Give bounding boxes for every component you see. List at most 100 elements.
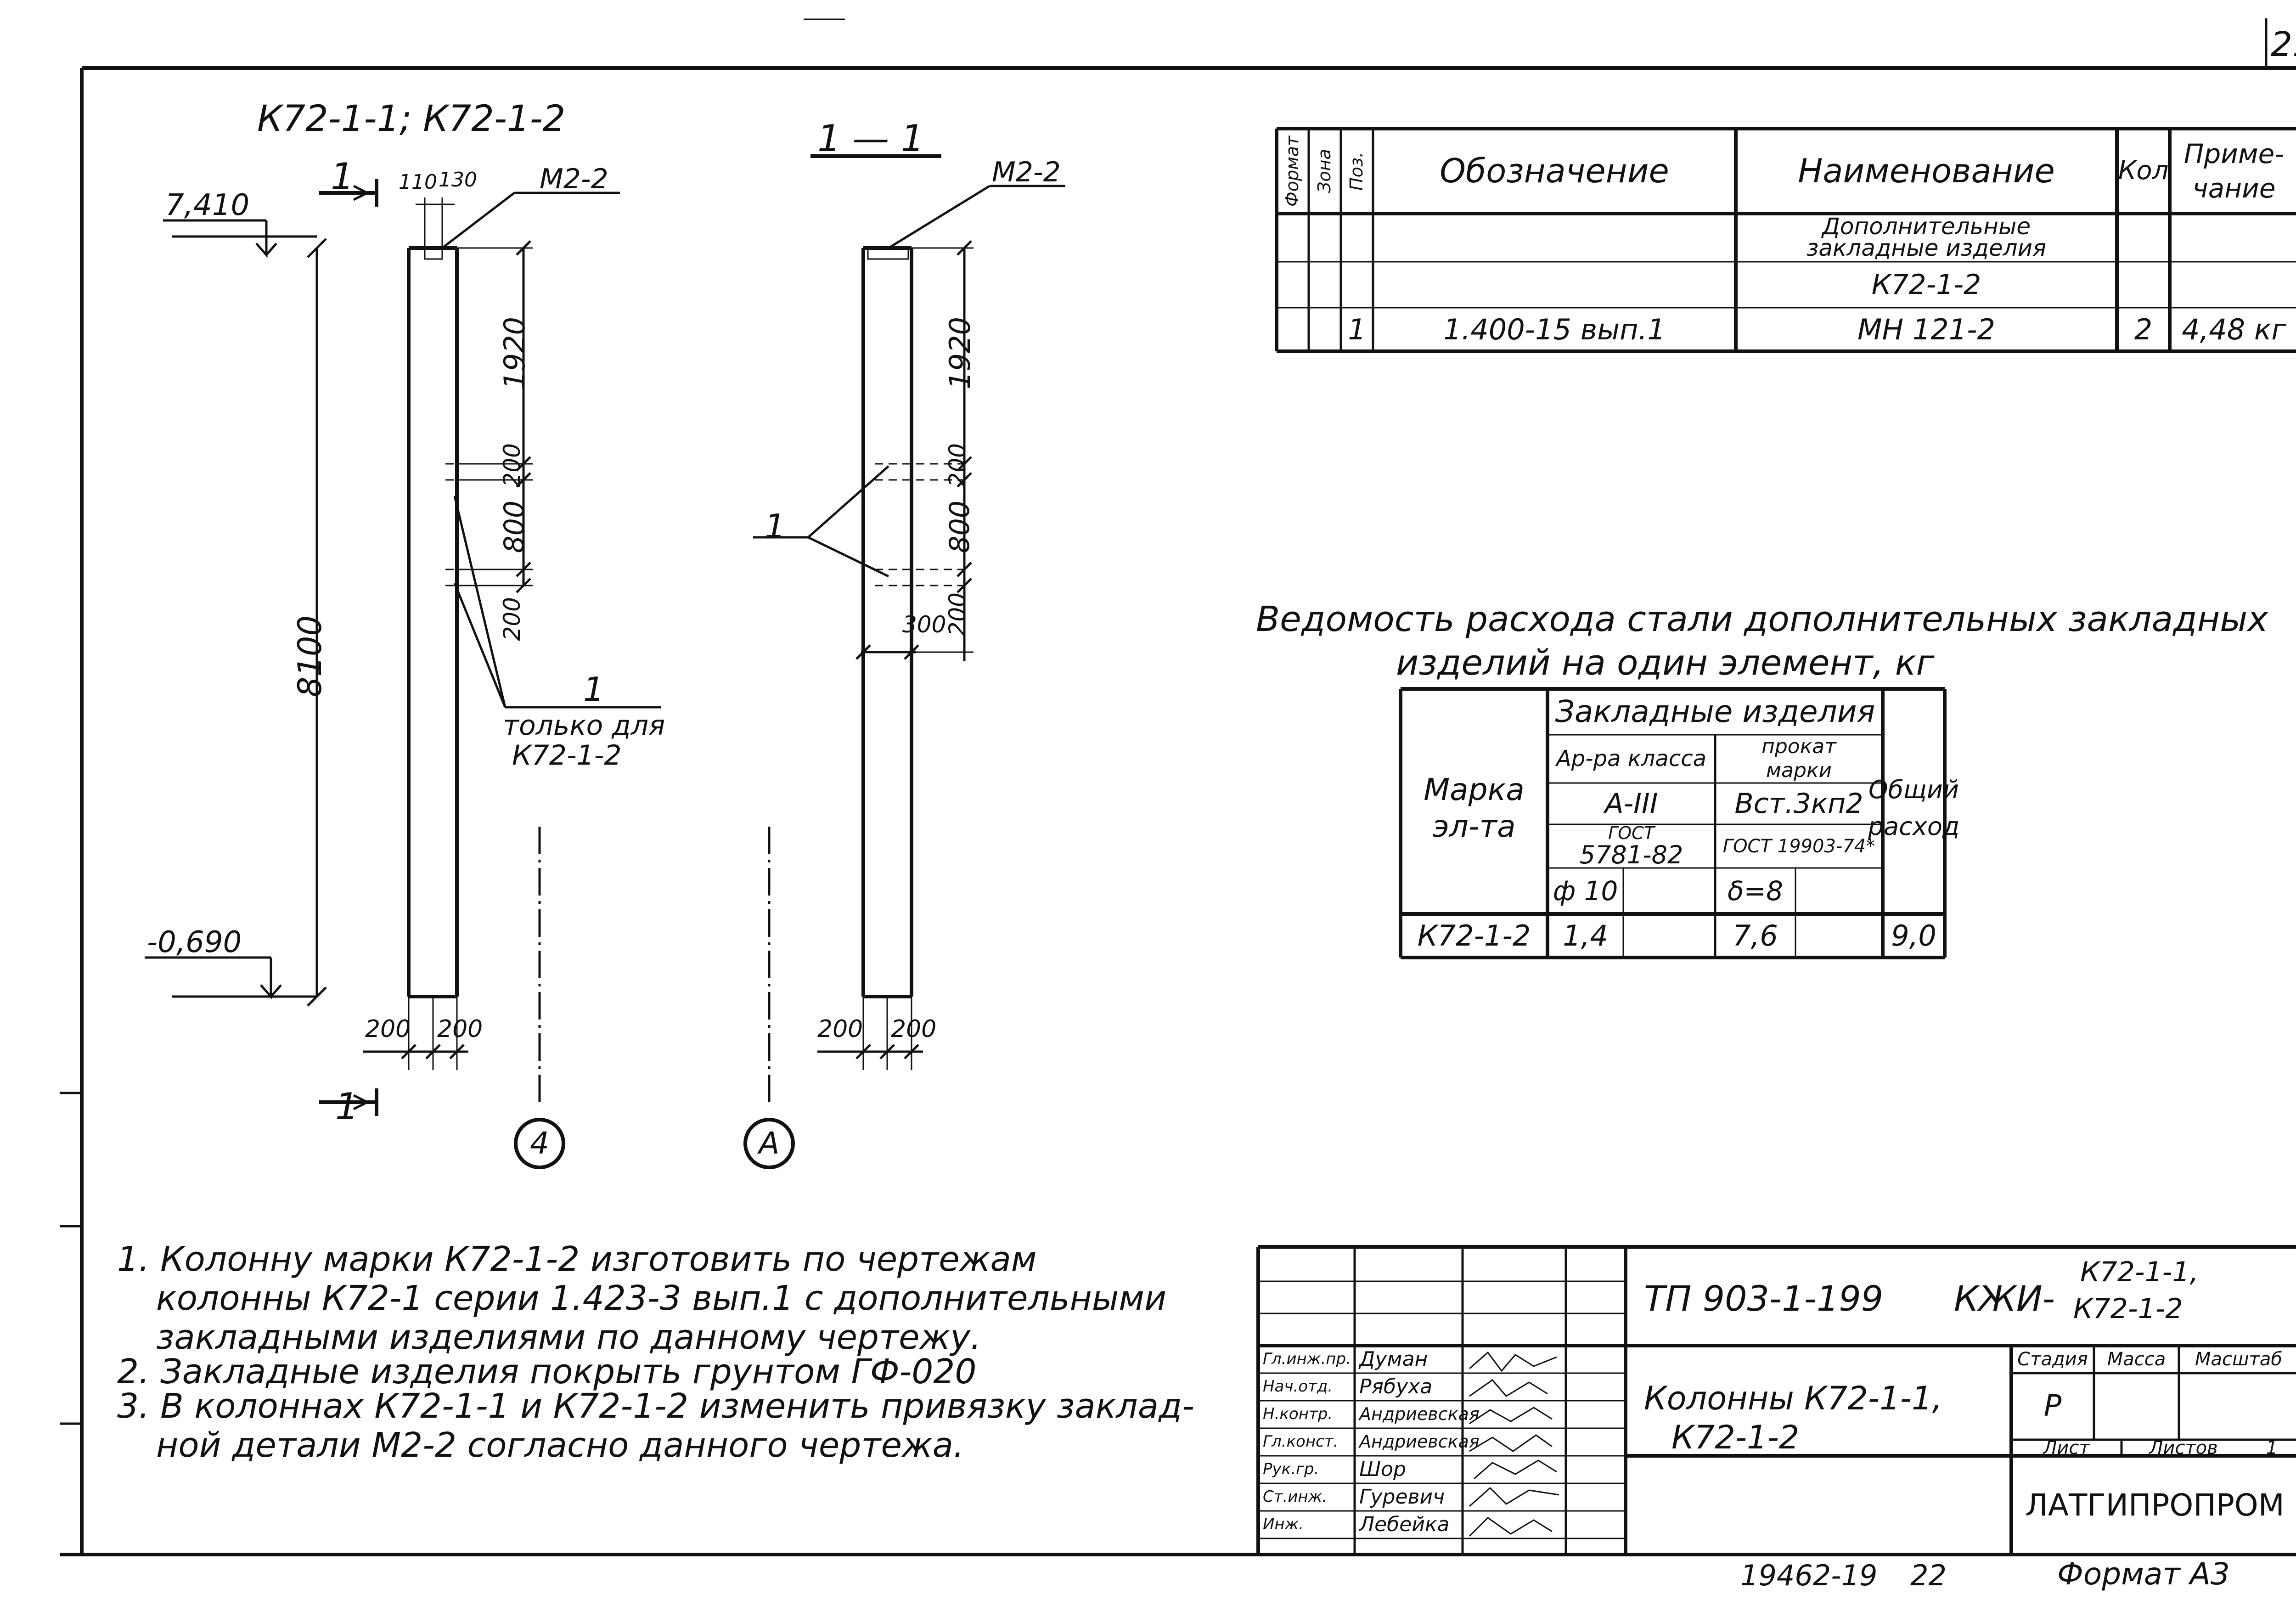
title-mass-label: Масса <box>2107 1349 2166 1370</box>
dim-plate-2: 200 <box>499 597 525 641</box>
title-sheets-value: 1 <box>2266 1437 2278 1459</box>
title-scale-label: Масштаб <box>2195 1349 2283 1370</box>
title-role: Ст.инж. <box>1263 1487 1328 1506</box>
steel-row-rebar: 1,4 <box>1563 918 1608 952</box>
spec-row-qty: 2 <box>2134 312 2153 346</box>
spec-group-line-1: Дополнительные <box>1822 213 2031 240</box>
steel-header-total-1: Общий <box>1868 775 1959 804</box>
dim-width-right: 200 <box>437 1015 483 1043</box>
title-stage-label: Стадия <box>2017 1349 2088 1370</box>
spec-row-designation: 1.400-15 вып.1 <box>1443 312 1666 346</box>
section-dim-width-right: 200 <box>891 1015 937 1043</box>
steel-header-total-2: расход <box>1868 811 1960 841</box>
footer-archive-number: 19462-19 <box>1740 1559 1878 1592</box>
steel-table-title-1: Ведомость расхода стали дополнительных з… <box>1256 598 2268 639</box>
title-role: Гл.конст. <box>1263 1432 1339 1451</box>
title-person: Рябуха <box>1359 1375 1433 1398</box>
title-role: Рук.гр. <box>1263 1460 1319 1479</box>
steel-header-rolled-2: марки <box>1766 758 1832 782</box>
title-sheet-title-1: Колонны К72-1-1, <box>1644 1380 1942 1417</box>
spec-header-qty: Кол <box>2118 156 2169 186</box>
title-person: Лебейка <box>1359 1512 1450 1536</box>
plan-title: К72-1-1; К72-1-2 <box>257 98 566 140</box>
spec-header-pos: Поз. <box>1346 152 1367 191</box>
axis-label-4: 4 <box>530 1126 549 1161</box>
axis-label-a: А <box>759 1126 780 1161</box>
steel-header-gost-label: ГОСТ <box>1608 823 1654 844</box>
plan-detail-label: М2-2 <box>540 163 608 195</box>
title-sheet-title-2: К72-1-2 <box>1671 1419 1800 1456</box>
title-sheets-label: Листов <box>2149 1437 2218 1459</box>
steel-row-mark: К72-1-2 <box>1417 918 1531 952</box>
spec-row-pos: 1 <box>1348 312 1366 346</box>
spec-table-grid <box>1275 127 2296 353</box>
note-line: 3. В колоннах К72-1-1 и К72-1-2 изменить… <box>117 1386 1194 1426</box>
level-top: 7,410 <box>165 188 250 222</box>
spec-header-note-1: Приме- <box>2183 138 2285 169</box>
title-person: Думан <box>1359 1347 1428 1371</box>
steel-header-diameter: ф 10 <box>1553 875 1618 907</box>
spec-header-name: Наименование <box>1798 151 2055 190</box>
steel-header-gost-rebar: 5781-82 <box>1579 840 1683 870</box>
plan-section-marker-bottom: 1 <box>335 1085 359 1128</box>
dim-plate-1: 200 <box>499 443 525 487</box>
steel-table-title-2: изделий на один элемент, кг <box>1396 642 1935 683</box>
spec-row-note: 4,48 кг <box>2182 312 2286 346</box>
note-line: 2. Закладные изделия покрыть грунтом ГФ-… <box>117 1352 977 1392</box>
section-column-drawing <box>743 154 1065 1169</box>
footer-copy-number: 22 <box>1910 1559 1947 1592</box>
title-doc-code: КЖИ- <box>1954 1278 2055 1319</box>
footer-format: Формат А3 <box>2057 1556 2230 1592</box>
steel-header-rebar-grade: А-III <box>1604 787 1658 820</box>
section-detail-label: М2-2 <box>992 156 1061 188</box>
dim-top-segment: 1920 <box>498 317 531 389</box>
page-number: 21 <box>2271 25 2296 64</box>
title-person: Андриевская <box>1359 1404 1480 1425</box>
steel-table-grid <box>1399 687 1947 959</box>
steel-header-thickness: δ=8 <box>1728 875 1783 907</box>
title-role: Гл.инж.пр. <box>1263 1350 1351 1369</box>
title-doc-marks-2: К72-1-2 <box>2073 1293 2183 1325</box>
plan-column-drawing <box>145 179 661 1169</box>
plan-callout-note-2: К72-1-2 <box>512 739 622 772</box>
section-dim-middle: 800 <box>944 501 976 553</box>
level-bottom: -0,690 <box>147 925 242 959</box>
title-organization: ЛАТГИПРОПРОМ <box>2025 1487 2285 1523</box>
dim-width-left: 200 <box>365 1015 411 1043</box>
steel-row-steel: 7,6 <box>1733 918 1778 952</box>
steel-header-gost-steel: ГОСТ 19903-74* <box>1722 835 1875 857</box>
title-role: Инж. <box>1263 1515 1304 1534</box>
steel-header-embedded: Закладные изделия <box>1555 694 1875 730</box>
title-doc-marks-1: К72-1-1, <box>2080 1256 2199 1288</box>
plan-callout-pos: 1 <box>583 670 604 709</box>
title-sheet-label: Лист <box>2043 1437 2090 1459</box>
section-dim-plate-2: 200 <box>944 592 971 637</box>
plan-section-marker-top: 1 <box>331 155 354 198</box>
steel-header-mark-1: Марка <box>1424 772 1525 808</box>
plan-callout-note-1: только для <box>503 710 665 742</box>
spec-row-name: МН 121-2 <box>1857 312 1995 346</box>
dim-offset-2: 130 <box>439 168 477 192</box>
title-project-code: ТП 903-1-199 <box>1644 1278 1884 1319</box>
dim-total: 8100 <box>291 615 329 698</box>
section-callout-pos: 1 <box>765 507 786 546</box>
steel-row-total: 9,0 <box>1891 918 1936 952</box>
sheet-frame <box>60 18 2296 1556</box>
title-role: Н.контр. <box>1263 1405 1333 1424</box>
title-stage-value: Р <box>2043 1389 2062 1423</box>
steel-header-steel-grade: Вст.3кп2 <box>1734 787 1863 820</box>
section-dim-bottom-offset: 300 <box>902 611 946 638</box>
steel-header-mark-2: эл-та <box>1432 809 1516 845</box>
steel-header-rebar-class: Ар-ра класса <box>1556 746 1707 772</box>
section-dim-plate-1: 200 <box>944 443 971 487</box>
note-line: 1. Колонну марки К72-1-2 изготовить по ч… <box>117 1239 1037 1279</box>
steel-header-rolled-1: прокат <box>1761 734 1836 758</box>
spec-subgroup: К72-1-2 <box>1871 268 1981 301</box>
section-dim-width-left: 200 <box>817 1015 863 1043</box>
note-line: ной детали М2-2 согласно данного чертежа… <box>156 1425 964 1465</box>
spec-header-format: Формат <box>1282 135 1303 207</box>
note-line: закладными изделиями по данному чертежу. <box>156 1318 981 1357</box>
dim-offset-1: 110 <box>399 170 437 194</box>
